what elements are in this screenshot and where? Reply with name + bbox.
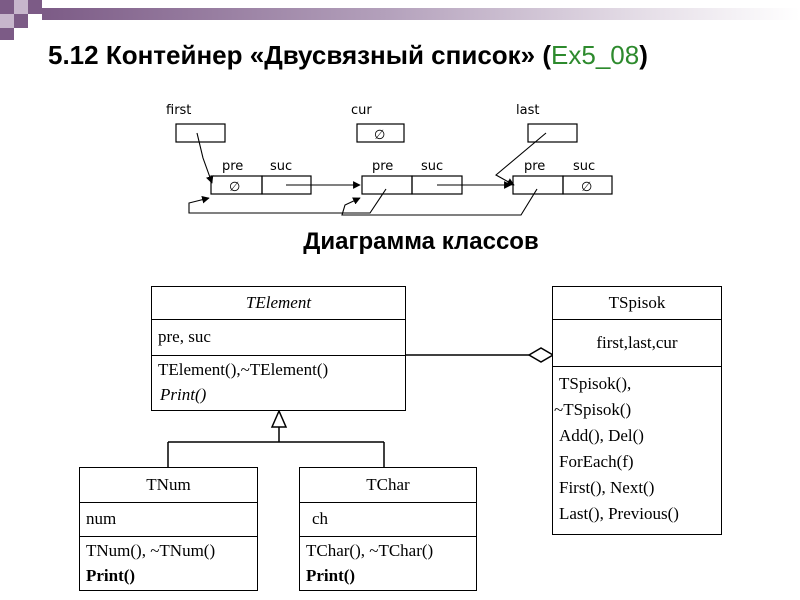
last-pointer-box bbox=[527, 123, 578, 143]
class-telement-attributes: pre, suc bbox=[152, 320, 405, 356]
first-pointer-box bbox=[175, 123, 226, 143]
node2-suc-label: suc bbox=[421, 159, 443, 174]
class-tchar-method: TChar(), ~TChar() bbox=[306, 541, 434, 560]
title-main: 5.12 Контейнер «Двусвязный список» ( bbox=[48, 40, 552, 70]
title-code: Ex5_08 bbox=[551, 40, 640, 70]
node2-pre-label: pre bbox=[372, 159, 393, 174]
title-close: ) bbox=[639, 40, 648, 70]
class-tnum-name: TNum bbox=[80, 468, 257, 503]
class-telement-name: TElement bbox=[152, 287, 405, 320]
decorative-checker bbox=[0, 0, 42, 40]
class-tchar-methods: TChar(), ~TChar() Print() bbox=[300, 537, 476, 590]
class-tspisok-method: ~TSpisok() bbox=[554, 400, 632, 419]
node1-null-symbol: ∅ bbox=[229, 180, 240, 195]
label-cur: cur bbox=[351, 103, 372, 118]
class-tspisok-method: Add(), Del() bbox=[559, 426, 644, 445]
decorative-top-bar bbox=[42, 8, 800, 20]
subtitle: Диаграмма классов bbox=[303, 228, 539, 255]
label-first: first bbox=[166, 103, 191, 118]
node3-null-symbol: ∅ bbox=[581, 180, 592, 195]
aggregation-diamond bbox=[527, 347, 555, 363]
class-tnum-print-method: Print() bbox=[86, 566, 136, 585]
cur-null-symbol: ∅ bbox=[374, 128, 385, 143]
node2-pre-arrow bbox=[188, 188, 387, 214]
class-tspisok-attributes: first,last,cur bbox=[553, 320, 721, 367]
node3-suc-cell bbox=[562, 175, 613, 195]
node1-suc-label: suc bbox=[270, 159, 292, 174]
class-telement-methods: TElement(),~TElement() Print() bbox=[152, 356, 405, 409]
class-telement-print-method: Print() bbox=[160, 385, 207, 404]
class-tspisok: TSpisok first,last,cur TSpisok(), ~TSpis… bbox=[552, 286, 722, 535]
node3-pre-arrow bbox=[341, 188, 538, 216]
class-tspisok-method: Last(), Previous() bbox=[559, 504, 679, 523]
class-telement: TElement pre, suc TElement(),~TElement()… bbox=[151, 286, 406, 411]
class-tchar-name: TChar bbox=[300, 468, 476, 503]
inheritance-triangle bbox=[270, 409, 288, 428]
class-tchar-attributes: ch bbox=[300, 503, 476, 537]
first-arrow bbox=[196, 132, 214, 184]
node1-pre-label: pre bbox=[222, 159, 243, 174]
class-tspisok-method: TSpisok(), bbox=[559, 374, 632, 393]
class-tnum-attributes: num bbox=[80, 503, 257, 537]
class-tnum-method: TNum(), ~TNum() bbox=[86, 541, 216, 560]
class-tspisok-method: First(), Next() bbox=[559, 478, 655, 497]
class-tnum: TNum num TNum(), ~TNum() Print() bbox=[79, 467, 258, 591]
class-tchar: TChar ch TChar(), ~TChar() Print() bbox=[299, 467, 477, 591]
page-title: 5.12 Контейнер «Двусвязный список» (Ex5_… bbox=[48, 40, 648, 71]
class-telement-method: TElement(),~TElement() bbox=[158, 360, 329, 379]
cur-pointer-box bbox=[356, 123, 405, 143]
class-tspisok-method: ForEach(f) bbox=[559, 452, 634, 471]
class-tspisok-methods: TSpisok(), ~TSpisok() Add(), Del() ForEa… bbox=[553, 367, 721, 533]
node3-pre-label: pre bbox=[524, 159, 545, 174]
class-tchar-print-method: Print() bbox=[306, 566, 356, 585]
class-tspisok-name: TSpisok bbox=[553, 287, 721, 320]
class-tnum-methods: TNum(), ~TNum() Print() bbox=[80, 537, 257, 590]
label-last: last bbox=[516, 103, 539, 118]
node3-suc-label: suc bbox=[573, 159, 595, 174]
